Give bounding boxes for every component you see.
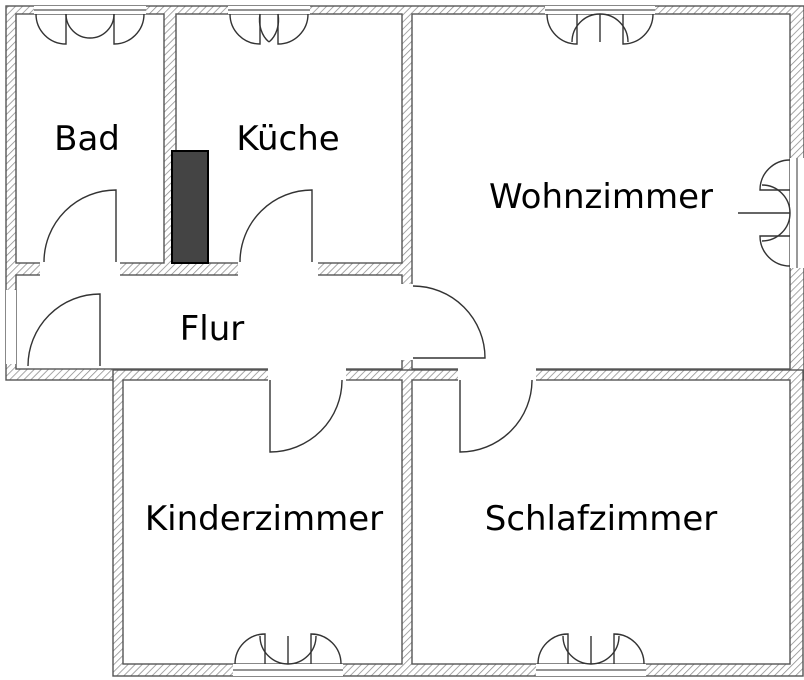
room-interiors bbox=[15, 13, 791, 665]
windows bbox=[34, 6, 804, 676]
room-labels: Bad Küche Wohnzimmer Flur Kinderzimmer S… bbox=[54, 119, 717, 539]
room-schlafzimmer bbox=[411, 379, 791, 665]
label-kueche: Küche bbox=[236, 119, 339, 159]
label-wohnzimmer: Wohnzimmer bbox=[489, 177, 713, 217]
label-kinderzimmer: Kinderzimmer bbox=[145, 499, 383, 539]
room-kinderzimmer bbox=[122, 379, 403, 665]
door-openings bbox=[6, 262, 536, 381]
door-swings bbox=[27, 189, 533, 453]
window-swings bbox=[35, 13, 791, 665]
label-schlafzimmer: Schlafzimmer bbox=[485, 499, 718, 539]
label-bad: Bad bbox=[54, 119, 120, 159]
room-wohnzimmer bbox=[411, 13, 791, 370]
label-flur: Flur bbox=[180, 309, 245, 349]
room-kueche bbox=[175, 13, 403, 264]
chimney bbox=[171, 150, 209, 264]
